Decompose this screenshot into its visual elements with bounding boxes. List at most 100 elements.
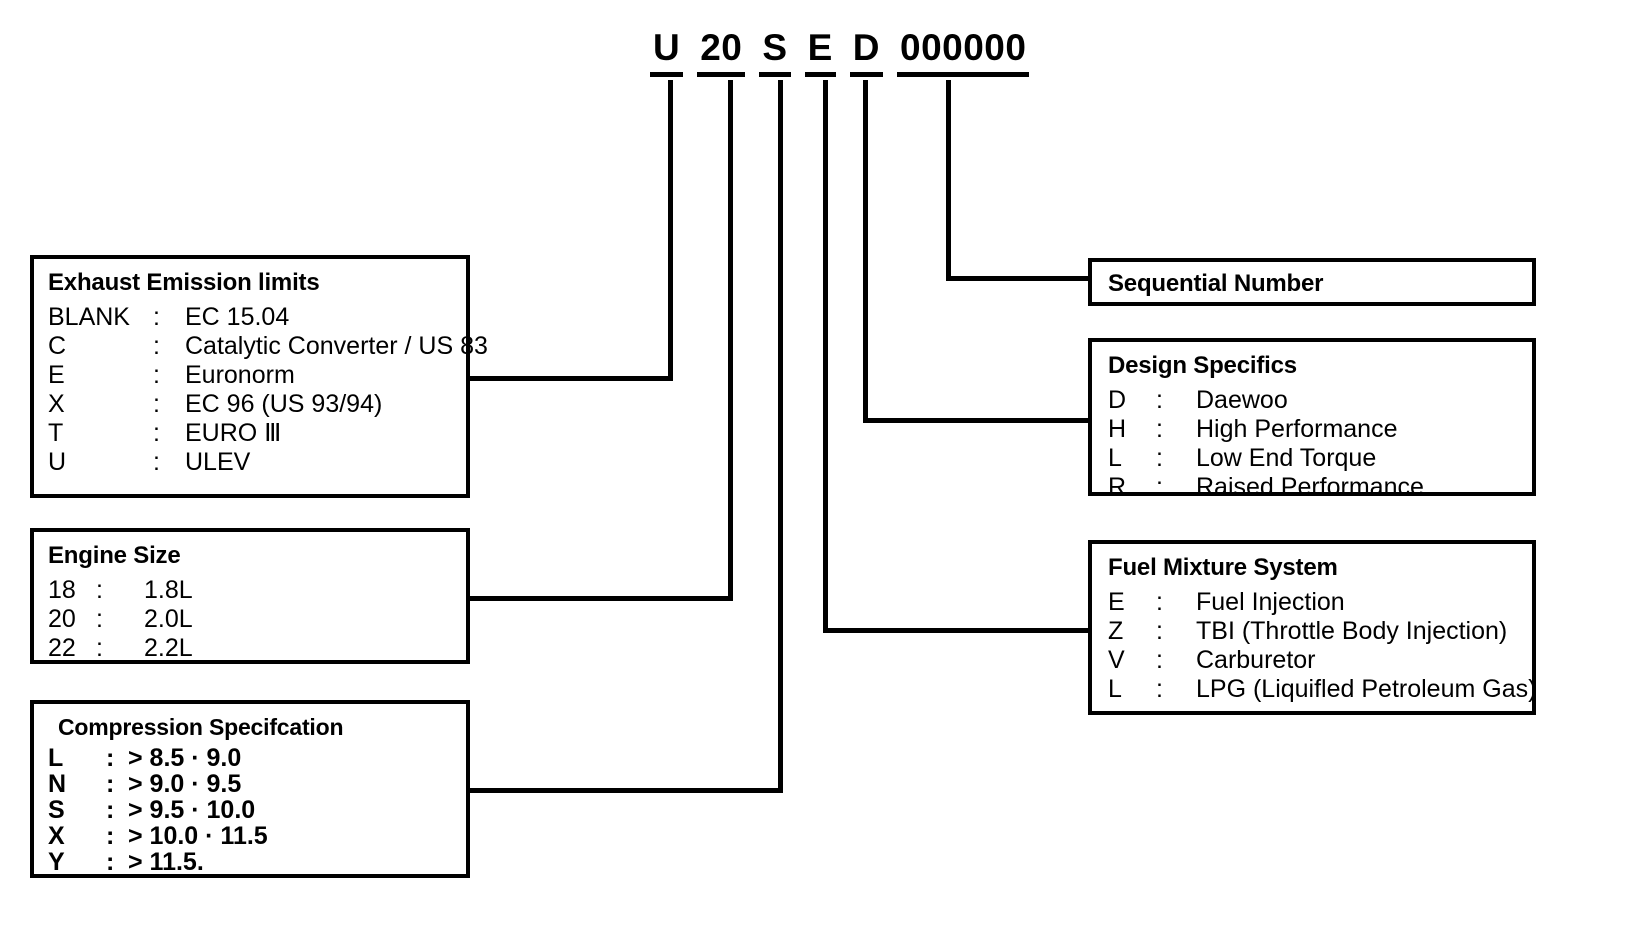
box-fuel-mixture-system: Fuel Mixture System E : Fuel Injection Z…	[1088, 540, 1536, 715]
legend-value: EC 15.04	[185, 303, 290, 331]
legend-colon: :	[153, 419, 160, 447]
legend-key: E	[1108, 588, 1125, 616]
leader-line-fuel-horizontal	[823, 628, 1091, 633]
box-rows-exhaust-emission-limits: BLANK : EC 15.04 C : Catalytic Converter…	[48, 303, 488, 477]
legend-row: E : Fuel Injection	[1108, 588, 1532, 617]
code-segment-emission: U	[650, 28, 684, 77]
legend-colon: :	[1156, 588, 1163, 616]
leader-line-design-horizontal	[863, 418, 1091, 423]
box-title-engine-size: Engine Size	[48, 542, 181, 569]
legend-colon: :	[1156, 386, 1163, 414]
box-title-design-specifics: Design Specifics	[1108, 352, 1297, 379]
leader-line-compression-horizontal	[468, 788, 783, 793]
legend-key: N	[48, 770, 67, 798]
legend-row: 20 : 2.0L	[48, 605, 466, 634]
code-segment-design: D	[849, 28, 883, 77]
legend-key: 22	[48, 634, 76, 662]
legend-row: V : Carburetor	[1108, 646, 1532, 675]
legend-row: S : > 9.5 · 10.0	[48, 797, 466, 823]
legend-key: BLANK	[48, 303, 130, 331]
legend-colon: :	[153, 361, 160, 389]
box-title-fuel-mixture-system: Fuel Mixture System	[1108, 554, 1338, 581]
legend-value: Daewoo	[1196, 386, 1288, 414]
legend-row: Y : > 11.5.	[48, 849, 466, 875]
leader-line-engine-horizontal	[468, 596, 733, 601]
legend-key: S	[48, 796, 65, 824]
legend-colon: :	[96, 605, 103, 633]
legend-row: L : > 8.5 · 9.0	[48, 745, 466, 771]
legend-row: Z : TBI (Throttle Body Injection)	[1108, 617, 1532, 646]
legend-colon: :	[106, 848, 115, 876]
box-title-exhaust-emission-limits: Exhaust Emission limits	[48, 269, 320, 296]
legend-value: Carburetor	[1196, 646, 1316, 674]
legend-key: L	[48, 744, 64, 772]
legend-key: D	[1108, 386, 1127, 414]
legend-colon: :	[153, 332, 160, 360]
legend-value: Catalytic Converter / US 83	[185, 332, 488, 360]
legend-colon: :	[106, 822, 115, 850]
legend-row: R : Raised Performance	[1108, 473, 1532, 502]
legend-key: C	[48, 332, 67, 360]
legend-row: L : Low End Torque	[1108, 444, 1532, 473]
engine-code-string: U 20 S E D 000000	[650, 28, 1030, 77]
leader-line-sequential-vertical	[946, 80, 951, 280]
code-segment-compression: S	[759, 28, 791, 77]
legend-key: L	[1108, 444, 1122, 472]
legend-row: E : Euronorm	[48, 361, 466, 390]
legend-colon: :	[1156, 444, 1163, 472]
legend-colon: :	[106, 744, 115, 772]
legend-value: ULEV	[185, 448, 251, 476]
legend-colon: :	[1156, 646, 1163, 674]
legend-row: L : LPG (Liquifled Petroleum Gas)	[1108, 675, 1536, 704]
leader-line-engine-vertical	[728, 80, 733, 601]
legend-colon: :	[1156, 675, 1163, 703]
legend-value: Euronorm	[185, 361, 295, 389]
legend-row: X : EC 96 (US 93/94)	[48, 390, 466, 419]
legend-key: L	[1108, 675, 1122, 703]
legend-colon: :	[1156, 473, 1163, 501]
legend-value: EURO Ⅲ	[185, 419, 282, 447]
legend-row: 22 : 2.2L	[48, 634, 466, 663]
leader-line-emission-horizontal	[468, 376, 673, 381]
legend-key: R	[1108, 473, 1127, 501]
legend-key: X	[48, 822, 65, 850]
leader-line-emission-vertical	[668, 80, 673, 381]
legend-key: E	[48, 361, 65, 389]
legend-value: High Performance	[1196, 415, 1398, 443]
legend-row: 18 : 1.8L	[48, 576, 466, 605]
legend-row: U : ULEV	[48, 448, 466, 477]
box-rows-engine-size: 18 : 1.8L 20 : 2.0L 22 : 2.2L	[48, 576, 466, 663]
code-segment-engine-size: 20	[697, 28, 746, 77]
legend-value: > 9.0 · 9.5	[128, 770, 242, 798]
legend-value: > 11.5.	[128, 848, 204, 876]
box-design-specifics: Design Specifics D : Daewoo H : High Per…	[1088, 338, 1536, 501]
legend-value: Fuel Injection	[1196, 588, 1345, 616]
legend-value: LPG (Liquifled Petroleum Gas)	[1196, 675, 1537, 703]
box-sequential-number: Sequential Number	[1088, 258, 1536, 306]
legend-colon: :	[1156, 415, 1163, 443]
legend-colon: :	[96, 576, 103, 604]
legend-row: BLANK : EC 15.04	[48, 303, 466, 332]
legend-colon: :	[1156, 617, 1163, 645]
legend-value: Low End Torque	[1196, 444, 1377, 472]
legend-key: X	[48, 390, 65, 418]
legend-key: 18	[48, 576, 76, 604]
legend-value: > 10.0 · 11.5	[128, 822, 268, 850]
leader-line-fuel-vertical	[823, 80, 828, 633]
box-rows-design-specifics: D : Daewoo H : High Performance L : Low …	[1108, 386, 1532, 502]
legend-colon: :	[153, 390, 160, 418]
legend-key: 20	[48, 605, 76, 633]
legend-key: Y	[48, 848, 65, 876]
box-rows-fuel-mixture-system: E : Fuel Injection Z : TBI (Throttle Bod…	[1108, 588, 1536, 704]
legend-value: TBI (Throttle Body Injection)	[1196, 617, 1508, 645]
legend-row: H : High Performance	[1108, 415, 1532, 444]
legend-value: 2.0L	[144, 605, 193, 633]
legend-row: X : > 10.0 · 11.5	[48, 823, 466, 849]
box-title-compression-specification: Compression Specifcation	[58, 714, 344, 740]
box-exhaust-emission-limits: Exhaust Emission limits BLANK : EC 15.04…	[30, 255, 488, 498]
code-segment-fuel-mixture: E	[804, 28, 836, 77]
leader-line-sequential-horizontal	[946, 276, 1091, 281]
legend-key: V	[1108, 646, 1125, 674]
box-engine-size: Engine Size 18 : 1.8L 20 : 2.0L 22 : 2.2…	[30, 528, 470, 664]
